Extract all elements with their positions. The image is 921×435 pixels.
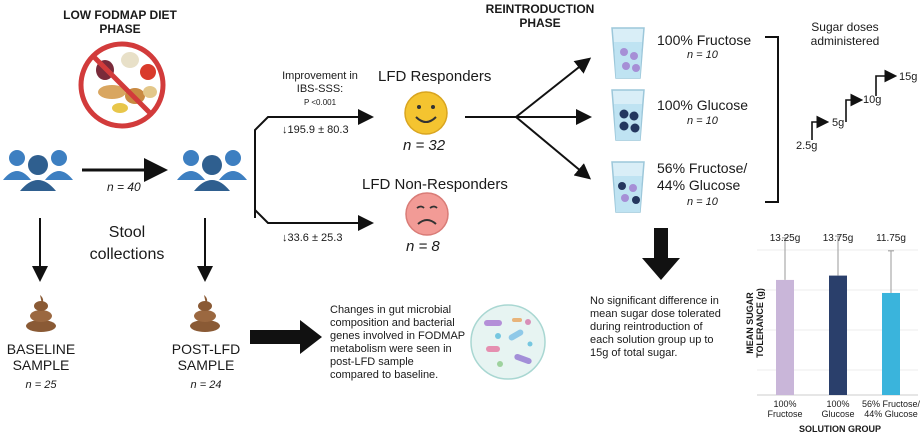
chart-category-label: 100%Fructose bbox=[767, 399, 803, 419]
solution-glucose-label: 100% Glucose bbox=[657, 97, 749, 113]
solution-mixed-n: n = 10 bbox=[687, 196, 718, 208]
arrow-to-microbial-findings bbox=[250, 320, 322, 354]
microbial-line: Changes in gut microbial bbox=[330, 304, 452, 316]
non-responders-label: LFD Non-Responders bbox=[362, 176, 508, 193]
no-diff-line: mean sugar dose tolerated bbox=[590, 308, 721, 320]
chart-data-label: 13.25g bbox=[769, 233, 801, 244]
low-fodmap-title-line1: LOW FODMAP DIET bbox=[63, 8, 177, 22]
microbial-line: composition and bacterial bbox=[330, 317, 455, 329]
solution-mixed-line1: 56% Fructose/ bbox=[657, 160, 748, 176]
sugar-doses-line1: Sugar doses bbox=[811, 20, 879, 34]
glass-glucose-icon bbox=[611, 89, 645, 141]
microbial-findings-text: Changes in gut microbial composition and… bbox=[330, 304, 465, 382]
no-diff-line: 15g of total sugar. bbox=[590, 347, 678, 359]
solution-glucose-n: n = 10 bbox=[687, 115, 718, 127]
post-lfd-line2: SAMPLE bbox=[177, 357, 235, 373]
no-difference-text: No significant difference in mean sugar … bbox=[590, 295, 721, 360]
no-diff-line: No significant difference in bbox=[590, 295, 719, 307]
solution-mixed-line2: 44% Glucose bbox=[657, 177, 741, 193]
baseline-n: n = 25 bbox=[25, 379, 57, 391]
baseline-sample-label: BASELINE SAMPLE bbox=[0, 341, 82, 373]
glass-fructose-icon bbox=[611, 27, 645, 79]
sad-face-icon bbox=[405, 192, 449, 236]
post-lfd-line1: POST-LFD bbox=[171, 341, 241, 357]
solution-mixed-label: 56% Fructose/ 44% Glucose bbox=[657, 160, 747, 194]
stool-collections-label: Stool collections bbox=[62, 222, 192, 266]
dose-step-5g: 5g bbox=[832, 117, 845, 129]
chart-ylabel: MEAN SUGAR TOLERANCE (g) bbox=[745, 268, 765, 378]
arrow-to-non-responders bbox=[254, 196, 374, 231]
baseline-line1: BASELINE bbox=[6, 341, 76, 357]
improvement-line1: Improvement in bbox=[282, 70, 358, 82]
solutions-bracket bbox=[765, 36, 779, 203]
fodmap-food-prohibited-icon bbox=[78, 41, 166, 129]
chart-bar bbox=[829, 275, 847, 395]
no-diff-line: during reintroduction of bbox=[590, 321, 703, 333]
solution-fructose-label: 100% Fructose bbox=[657, 32, 752, 48]
arrow-to-responders bbox=[254, 109, 374, 218]
chart-xlabel: SOLUTION GROUP bbox=[798, 424, 881, 434]
bacteria-icon bbox=[470, 304, 546, 380]
stool-line2: collections bbox=[89, 246, 165, 263]
arrow-to-mixed bbox=[515, 116, 592, 180]
reintroduction-title-line2: PHASE bbox=[519, 16, 561, 30]
reintroduction-title: REINTRODUCTION PHASE bbox=[470, 2, 610, 30]
sugar-doses-line2: administered bbox=[810, 34, 880, 48]
responder-change: ↓195.9 ± 80.3 bbox=[282, 124, 349, 136]
low-fodmap-title: LOW FODMAP DIET PHASE bbox=[50, 8, 190, 36]
post-lfd-sample-label: POST-LFD SAMPLE bbox=[160, 341, 252, 373]
solution-fructose-n: n = 10 bbox=[687, 49, 718, 61]
chart-bar bbox=[776, 279, 794, 395]
chart-data-label: 11.75g bbox=[876, 233, 906, 244]
microbial-line: post-LFD sample bbox=[330, 356, 414, 368]
microbial-line: metabolism were seen in bbox=[330, 343, 452, 355]
nonresponder-change: ↓33.6 ± 25.3 bbox=[282, 232, 343, 244]
arrow-down-to-result bbox=[642, 228, 680, 280]
chart-category-label: 56% Fructose/44% Glucose bbox=[861, 399, 921, 419]
stool-line1: Stool bbox=[108, 224, 146, 241]
participants-group-icon-left bbox=[3, 150, 73, 191]
improvement-pvalue: P <0.001 bbox=[303, 98, 337, 107]
microbial-line: genes involved in FODMAP bbox=[330, 330, 466, 342]
responders-label: LFD Responders bbox=[378, 68, 492, 85]
chart-ylabel-line2: TOLERANCE (g) bbox=[755, 288, 765, 358]
no-diff-line: each solution group up to bbox=[590, 334, 714, 346]
dose-staircase bbox=[811, 69, 898, 140]
baseline-line2: SAMPLE bbox=[12, 357, 70, 373]
responders-n: n = 32 bbox=[403, 137, 446, 154]
improvement-line2: IBS-SSS: bbox=[296, 83, 344, 95]
happy-face-icon bbox=[404, 91, 448, 135]
arrow-to-fructose bbox=[515, 57, 592, 118]
chart-data-label: 13.75g bbox=[822, 233, 854, 244]
post-lfd-n: n = 24 bbox=[190, 379, 222, 391]
dose-step-2-5g: 2.5g bbox=[796, 140, 818, 152]
participants-group-icon-right bbox=[177, 150, 247, 191]
glass-mixed-icon bbox=[611, 161, 645, 213]
chart-category-label: 100%Glucose bbox=[821, 399, 855, 419]
microbial-line: compared to baseline. bbox=[330, 369, 439, 381]
dose-step-10g: 10g bbox=[863, 94, 882, 106]
reintroduction-title-line1: REINTRODUCTION bbox=[485, 2, 595, 16]
non-responders-n: n = 8 bbox=[406, 238, 440, 255]
stool-icon-baseline bbox=[26, 295, 56, 332]
low-fodmap-title-line2: PHASE bbox=[99, 22, 141, 36]
total-n-label: n = 40 bbox=[107, 180, 141, 194]
dose-step-15g: 15g bbox=[899, 71, 918, 83]
chart-bar bbox=[882, 292, 900, 395]
mean-sugar-tolerance-chart bbox=[757, 235, 918, 396]
improvement-label: Improvement in IBS-SSS: P <0.001 bbox=[270, 70, 370, 109]
stool-icon-post-lfd bbox=[190, 295, 220, 332]
sugar-doses-title: Sugar doses administered bbox=[790, 20, 900, 48]
chart-ylabel-line1: MEAN SUGAR bbox=[745, 292, 755, 354]
